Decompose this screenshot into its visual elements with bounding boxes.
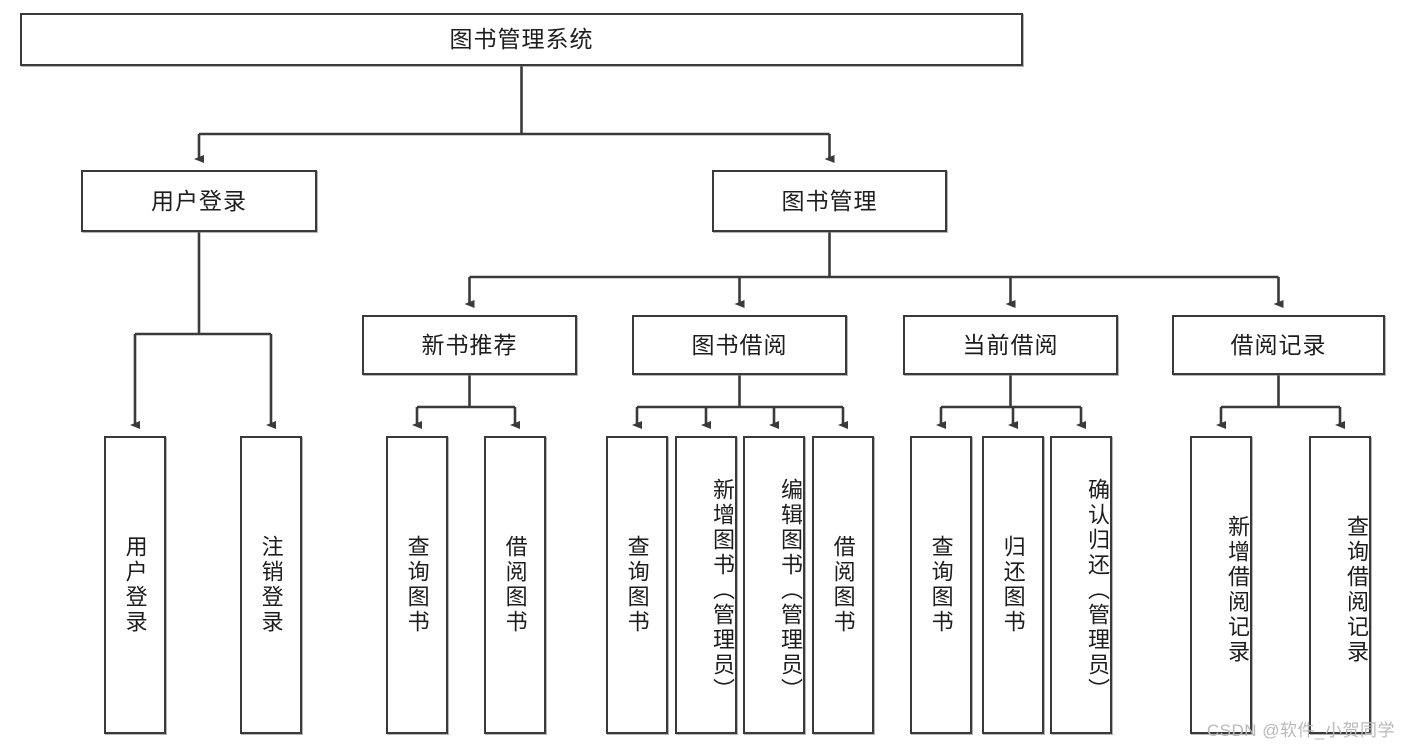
root-node: 图书管理系统 — [20, 13, 1023, 66]
node-label: 借阅图书 — [502, 535, 528, 635]
leaf-node: 注销登录 — [240, 436, 302, 734]
node-label: 新增图书（管理员） — [710, 477, 735, 703]
node-label: 用户登录 — [122, 535, 148, 635]
leaf-node: 编辑图书（管理员） — [743, 436, 805, 734]
branch-node: 借阅记录 — [1172, 315, 1385, 375]
leaf-node: 查询图书 — [386, 436, 448, 734]
leaf-node: 归还图书 — [982, 436, 1044, 734]
branch-node: 图书借阅 — [632, 315, 847, 375]
node-label: 确认归还（管理员） — [1085, 477, 1110, 703]
node-label: 查询图书 — [624, 535, 650, 635]
branch-node: 图书管理 — [712, 170, 947, 232]
node-label: 借阅图书 — [830, 535, 856, 635]
node-label: 图书管理系统 — [449, 26, 594, 53]
branch-node: 用户登录 — [81, 170, 317, 232]
node-label: 新书推荐 — [421, 331, 518, 358]
node-label: 查询图书 — [928, 535, 954, 635]
node-label: 查询图书 — [404, 535, 430, 635]
node-label: 图书管理 — [781, 187, 878, 214]
leaf-node: 查询图书 — [910, 436, 972, 734]
node-label: 图书借阅 — [691, 331, 788, 358]
leaf-node: 新增图书（管理员） — [675, 436, 737, 734]
leaf-node: 借阅图书 — [484, 436, 546, 734]
branch-node: 当前借阅 — [903, 315, 1118, 375]
leaf-node: 借阅图书 — [812, 436, 874, 734]
node-label: 新增借阅记录 — [1225, 515, 1250, 665]
node-label: 注销登录 — [258, 535, 284, 635]
node-label: 归还图书 — [1000, 535, 1026, 635]
node-label: 编辑图书（管理员） — [778, 477, 803, 703]
leaf-node: 用户登录 — [104, 436, 166, 734]
leaf-node: 查询图书 — [606, 436, 668, 734]
node-label: 当前借阅 — [962, 331, 1059, 358]
branch-node: 新书推荐 — [362, 315, 577, 375]
watermark-text: CSDN @软件_小贺同学 — [1206, 721, 1395, 740]
node-label: 用户登录 — [151, 187, 247, 214]
leaf-node: 确认归还（管理员） — [1050, 436, 1112, 734]
leaf-node: 查询借阅记录 — [1309, 436, 1371, 734]
node-label: 查询借阅记录 — [1344, 515, 1369, 665]
leaf-node: 新增借阅记录 — [1190, 436, 1252, 734]
node-label: 借阅记录 — [1230, 331, 1327, 358]
